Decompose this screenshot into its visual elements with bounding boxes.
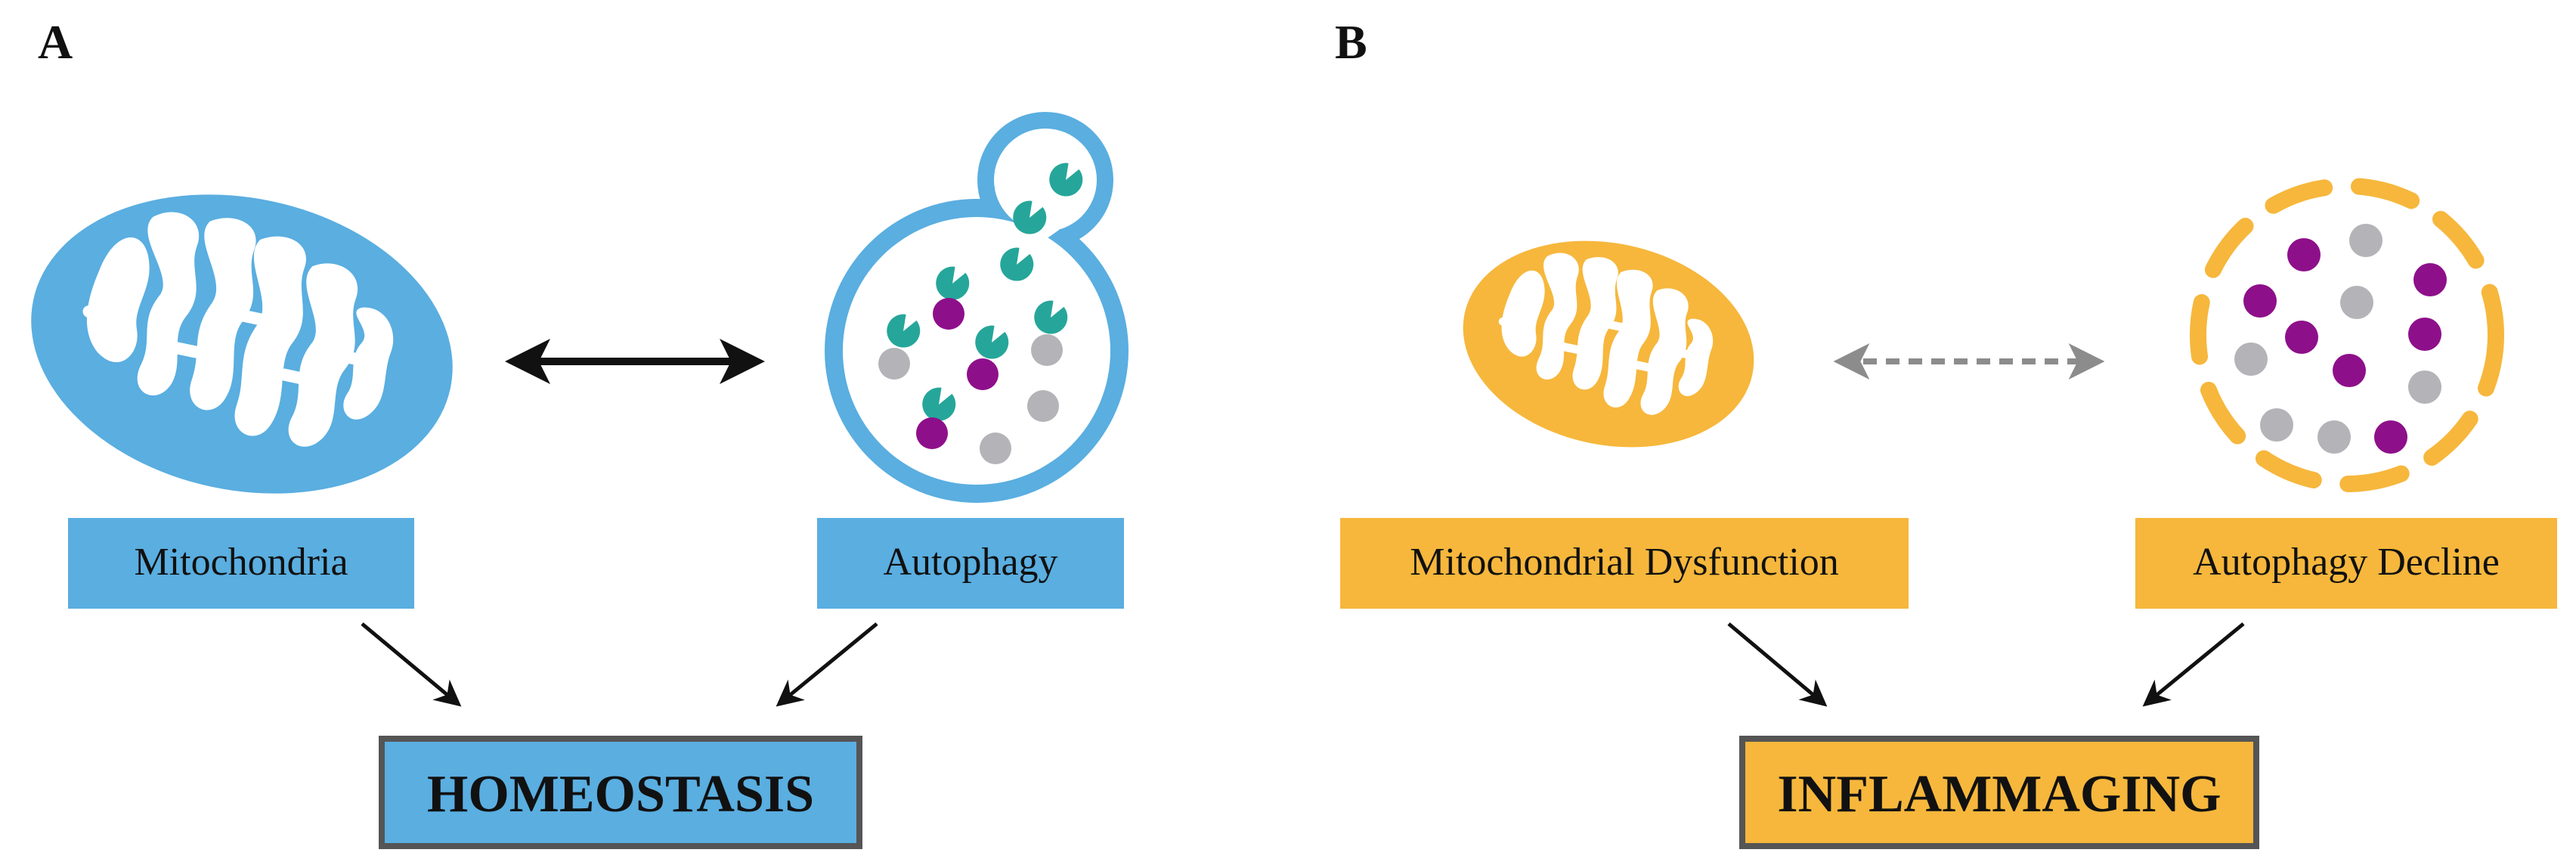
autophagy-decline-label-box: Autophagy Decline (2135, 518, 2557, 609)
broken-autophagosome-icon (2190, 178, 2504, 492)
autophagy-decline-label: Autophagy Decline (2193, 541, 2500, 584)
mitochondrion-icon (31, 191, 453, 494)
dysfunctional-mitochondrion-icon (1463, 239, 1754, 448)
inflammaging-box: INFLAMMAGING (1739, 736, 2259, 849)
autophagy-label: Autophagy (883, 541, 1057, 584)
arrow-decline-to-inflammaging (2142, 622, 2245, 707)
homeostasis-box: HOMEOSTASIS (379, 736, 862, 849)
mitochondria-label-box: Mitochondria (68, 518, 414, 609)
inflammaging-label: INFLAMMAGING (1777, 765, 2221, 823)
mitochondria-label: Mitochondria (134, 541, 348, 584)
arrow-mitochondria-to-homeostasis (361, 622, 462, 707)
autophagosome-icon (825, 112, 1129, 503)
mitochondrial-dysfunction-label: Mitochondrial Dysfunction (1410, 541, 1839, 584)
panel-b-letter: B (1335, 15, 1367, 69)
panel-a-letter: A (38, 15, 73, 69)
autophagy-label-box: Autophagy (817, 518, 1124, 609)
homeostasis-label: HOMEOSTASIS (427, 765, 814, 823)
arrow-dysfunction-to-inflammaging (1727, 622, 1828, 707)
arrow-autophagy-to-homeostasis (776, 622, 878, 707)
mitochondrial-dysfunction-label-box: Mitochondrial Dysfunction (1340, 518, 1909, 609)
